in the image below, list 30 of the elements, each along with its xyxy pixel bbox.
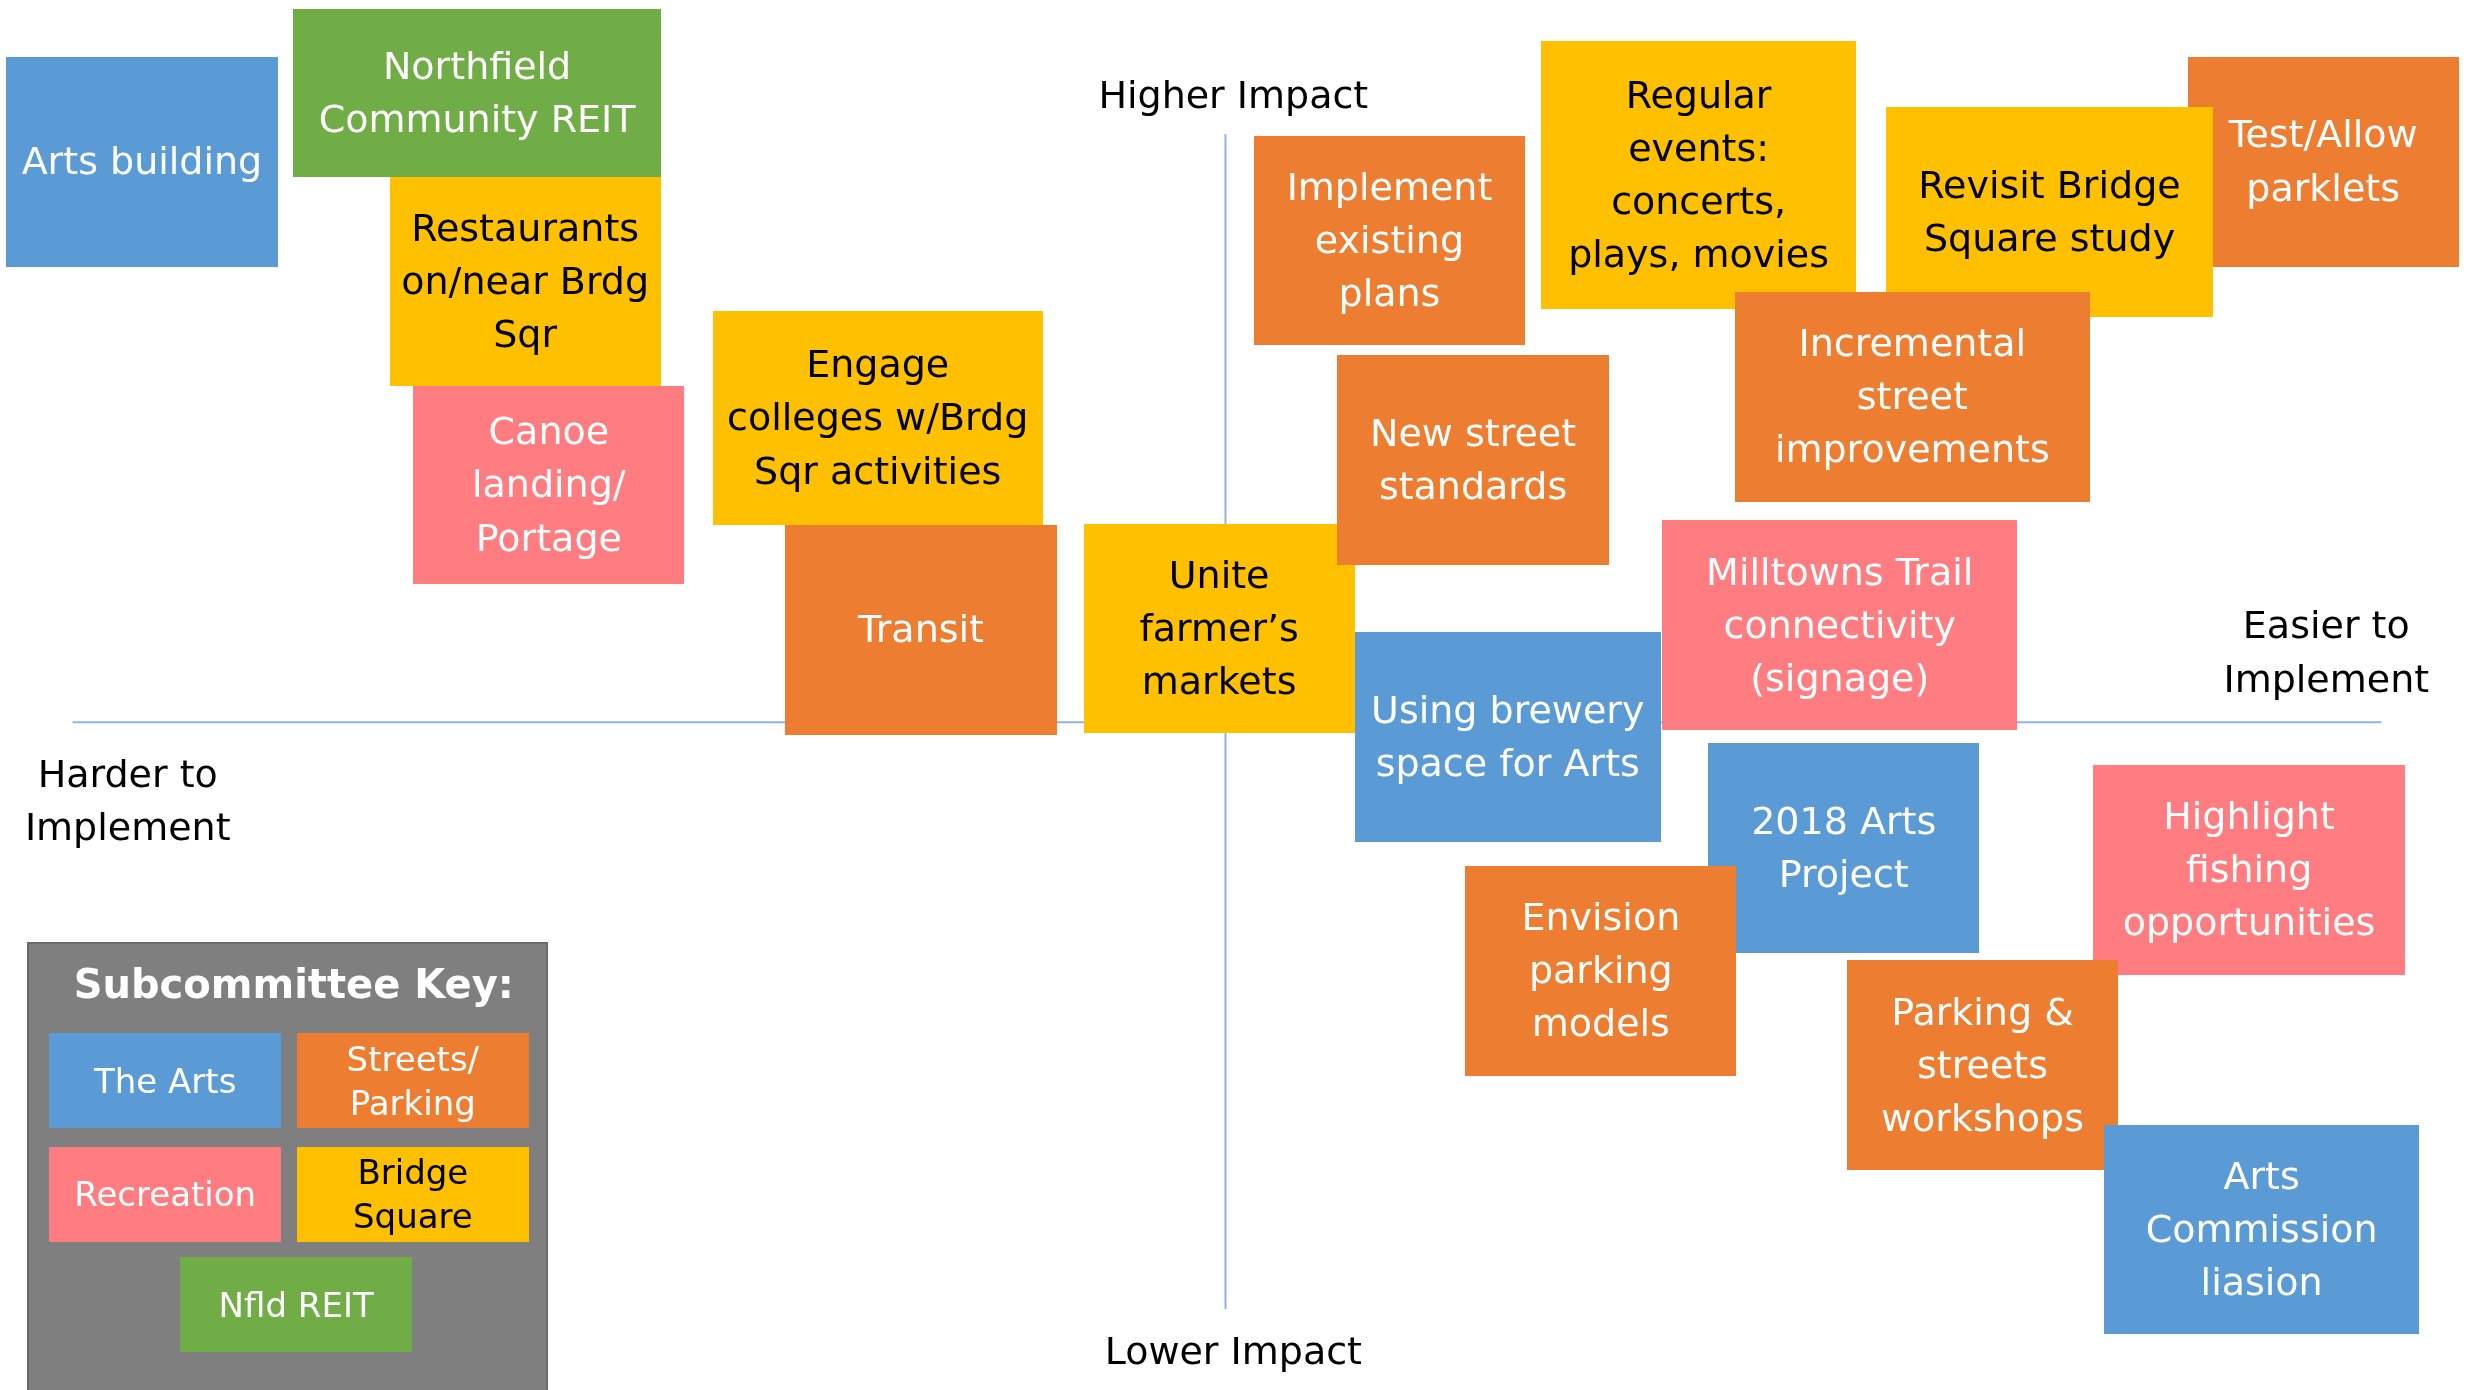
legend-swatch: Bridge Square — [296, 1147, 529, 1242]
sticky-note: Canoe landing/ Portage — [413, 386, 685, 584]
sticky-note: 2018 Arts Project — [1708, 742, 1980, 953]
legend-swatch: Recreation — [49, 1147, 282, 1242]
sticky-note: Arts building — [6, 56, 278, 267]
sticky-note: Using brewery space for Arts — [1354, 632, 1661, 843]
sticky-note: Engage colleges w/Brdg Sqr activities — [712, 310, 1043, 526]
sticky-note: Implement existing plans — [1253, 135, 1526, 346]
sticky-note: Revisit Bridge Square study — [1886, 107, 2213, 317]
sticky-note: Regular events: concerts, plays, movies — [1540, 41, 1857, 310]
axis-label: Higher Impact — [1097, 72, 1370, 120]
legend-swatch: Streets/ Parking — [296, 1033, 529, 1129]
sticky-note: Transit — [785, 525, 1057, 735]
sticky-note: Restaurants on/near Brdg Sqr — [389, 176, 661, 387]
sticky-note: Milltowns Trail connectivity (signage) — [1662, 520, 2018, 731]
sticky-note: Unite farmer’s markets — [1083, 523, 1355, 734]
sticky-note: Envision parking models — [1465, 865, 1737, 1076]
key-title: Subcommittee Key: — [72, 960, 515, 1010]
sticky-note: Northfield Community REIT — [293, 9, 661, 177]
axis-label: Harder to Implement — [23, 750, 232, 851]
sticky-note: Parking & streets workshops — [1846, 960, 2119, 1171]
sticky-note: Test/Allow parklets — [2187, 56, 2459, 267]
axis-label: Lower Impact — [1103, 1327, 1363, 1375]
legend-swatch: The Arts — [49, 1033, 282, 1129]
axis-label: Easier to Implement — [2222, 602, 2431, 703]
legend-swatch: Nfld REIT — [180, 1257, 413, 1353]
sticky-note: Highlight fishing opportunities — [2092, 764, 2406, 975]
sticky-note: New street standards — [1337, 354, 1609, 565]
sticky-note: Arts Commission liasion — [2103, 1124, 2420, 1335]
sticky-note: Incremental street improvements — [1734, 291, 2090, 502]
